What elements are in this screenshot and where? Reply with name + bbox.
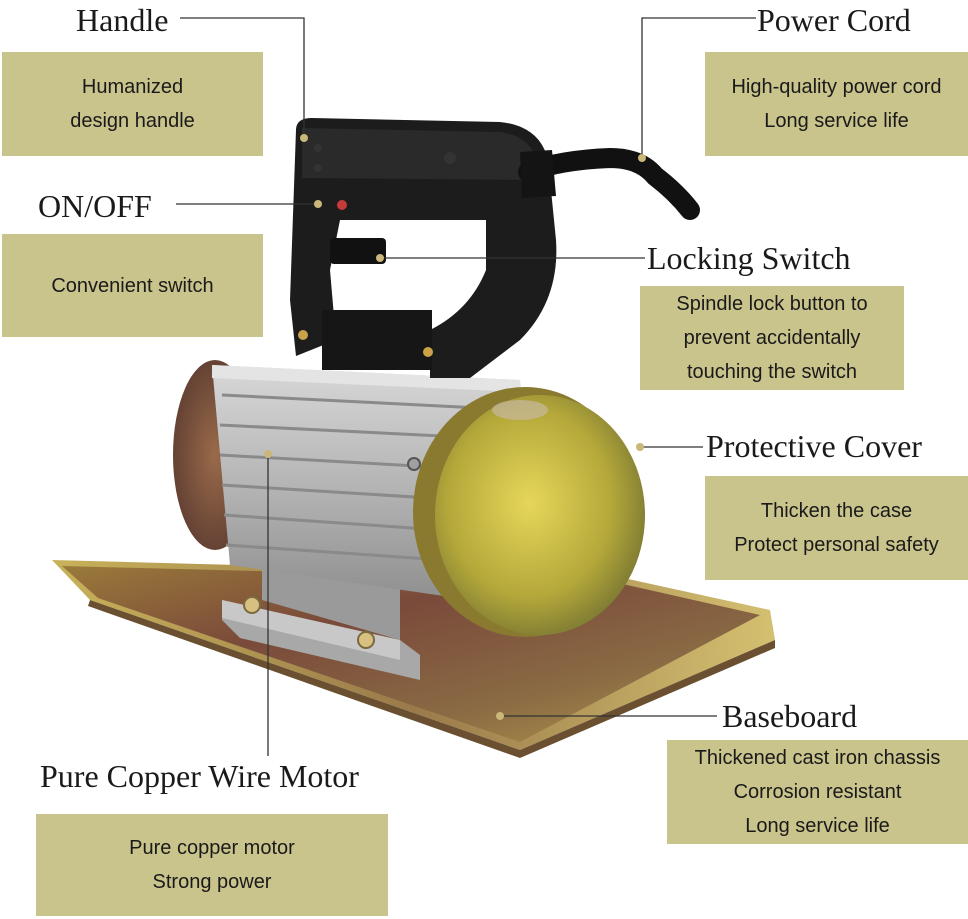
leader-lines <box>176 17 756 756</box>
baseboard-title: Baseboard <box>722 698 858 734</box>
power-cord-title: Power Cord <box>757 2 911 38</box>
leader-dots <box>264 134 646 720</box>
locking-switch-description-line: Spindle lock button to <box>676 293 868 315</box>
power-cord-description-line: Long service life <box>764 110 909 132</box>
power-cord-leader-line <box>641 17 756 158</box>
protective-cover-description-box: Thicken the case Protect personal safety <box>705 476 968 580</box>
locking-switch-title: Locking Switch <box>647 240 851 276</box>
locking-switch-description-line: prevent accidentally <box>683 327 861 349</box>
protective-cover-cap <box>407 387 645 637</box>
locking-switch-description-box: Spindle lock button to prevent accidenta… <box>640 286 904 390</box>
baseboard-description-line: Corrosion resistant <box>733 781 902 803</box>
protective-cover-description-line: Protect personal safety <box>734 534 939 556</box>
baseboard-description-line: Thickened cast iron chassis <box>694 747 941 769</box>
locking-switch-button <box>330 238 386 264</box>
motor-description-line: Strong power <box>152 871 272 893</box>
black-handle <box>290 118 557 378</box>
on-off-switch-indicator <box>337 200 347 210</box>
motor-description-line: Pure copper motor <box>129 837 295 859</box>
power-cord-description-box: High-quality power cord Long service lif… <box>705 52 968 156</box>
handle-description-line: design handle <box>70 110 195 132</box>
on-off-title: ON/OFF <box>38 188 152 224</box>
handle-description-box: Humanized design handle <box>2 52 263 156</box>
handle-description-line: Humanized <box>81 76 184 98</box>
on-off-description-line: Convenient switch <box>51 274 214 297</box>
baseboard-description-box: Thickened cast iron chassis Corrosion re… <box>667 740 968 844</box>
protective-cover-description-line: Thicken the case <box>760 500 913 522</box>
motor-title: Pure Copper Wire Motor <box>40 758 359 794</box>
motor-description-box: Pure copper motor Strong power <box>36 814 388 916</box>
locking-switch-description-line: touching the switch <box>686 361 858 383</box>
handle-leader-line <box>180 17 305 136</box>
baseboard-description-line: Long service life <box>745 815 890 837</box>
on-off-description-box: Convenient switch <box>2 234 263 337</box>
handle-title: Handle <box>76 2 169 38</box>
power-cord-description-line: High-quality power cord <box>731 76 942 98</box>
power-cord <box>518 147 700 220</box>
protective-cover-title: Protective Cover <box>706 428 922 464</box>
